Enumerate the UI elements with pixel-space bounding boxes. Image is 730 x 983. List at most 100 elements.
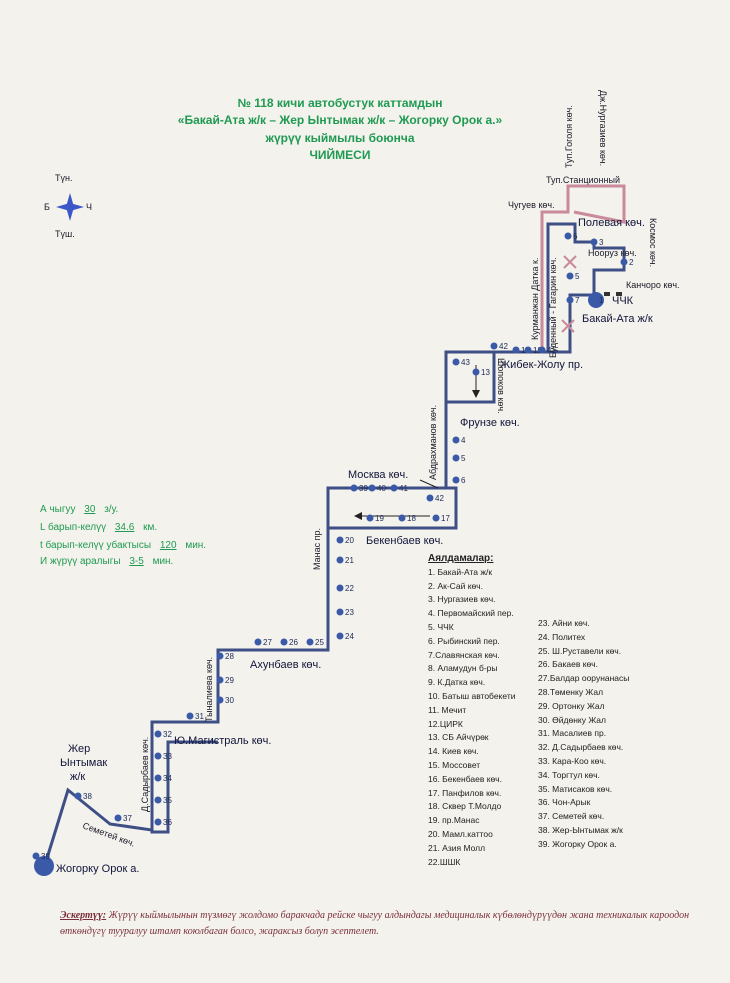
legend-item: 8. Аламудун б-ры bbox=[428, 663, 498, 674]
street-frunze: Фрунзе көч. bbox=[460, 417, 520, 429]
stop-number: 25 bbox=[315, 638, 324, 647]
stop-marker bbox=[216, 696, 224, 704]
legend-item: 16. Бекенбаев көч. bbox=[428, 773, 502, 784]
stop-number: 41 bbox=[399, 484, 408, 493]
stop-number: 41 bbox=[547, 346, 556, 355]
stop-marker bbox=[350, 484, 358, 492]
stop-number: 5 bbox=[575, 272, 580, 281]
label-jer-3: ж/к bbox=[70, 771, 85, 783]
stop-number: 1 bbox=[599, 296, 604, 305]
stop-number: 2 bbox=[629, 258, 634, 267]
legend-item: 17. Панфилов көч. bbox=[428, 787, 502, 798]
street-kosmos: Космос көч. bbox=[648, 218, 658, 267]
legend-item: 11. Мечит bbox=[428, 704, 467, 715]
legend-item: 6. Рыбинский пер. bbox=[428, 635, 500, 646]
stop-number: 39 bbox=[359, 484, 368, 493]
stop-marker bbox=[390, 484, 398, 492]
street-akhunbaev: Ахунбаев көч. bbox=[250, 659, 321, 671]
stop-number: 6 bbox=[461, 476, 466, 485]
legend-item: 32. Д.Садырбаев көч. bbox=[538, 742, 624, 753]
stop-marker bbox=[564, 232, 572, 240]
stops-layer: 1235671119414243134563940414217181920212… bbox=[32, 232, 634, 861]
direction-arrow-3 bbox=[419, 479, 439, 489]
stop-marker bbox=[74, 792, 82, 800]
stop-number: 43 bbox=[461, 358, 470, 367]
stop-number: 37 bbox=[123, 814, 132, 823]
stop-marker bbox=[216, 652, 224, 660]
stop-marker bbox=[590, 238, 598, 246]
stat-i: И жүрүү аралыгы 3-5 мин. bbox=[40, 556, 174, 567]
legend-item: 12.ЦИРК bbox=[428, 718, 463, 729]
stop-marker bbox=[524, 346, 532, 354]
legend-item: 30. Өйдөнку Жал bbox=[538, 714, 606, 725]
route-map: Түн. Түш. Б Ч 12356711194142431345639404… bbox=[32, 90, 680, 876]
legend-item: 10. Батыш автобекети bbox=[428, 690, 516, 701]
stop-marker bbox=[306, 638, 314, 646]
legend-item: 26. Бакаев көч. bbox=[538, 659, 598, 670]
street-chchk: ЧЧК bbox=[612, 295, 634, 307]
stop-number: 26 bbox=[289, 638, 298, 647]
legend-item: 37. Семетей көч. bbox=[538, 811, 605, 822]
stop-marker bbox=[452, 476, 460, 484]
footnote: Эскертүү: Жүрүү кыймылынын түзмөгү жолдо… bbox=[60, 908, 700, 940]
arrow-head-icon-2 bbox=[472, 390, 480, 398]
stop-marker bbox=[154, 730, 162, 738]
legend-item: 22.ШШК bbox=[428, 856, 461, 867]
legend-item: 4. Первомайский пер. bbox=[428, 608, 514, 619]
stop-marker bbox=[452, 454, 460, 462]
street-jibek-jolu: Жибек-Жолу пр. bbox=[500, 359, 583, 371]
stop-marker bbox=[336, 632, 344, 640]
street-chuguev: Чугуев көч. bbox=[508, 200, 555, 210]
arrow-head-icon bbox=[354, 512, 362, 520]
compass-west: Б bbox=[44, 202, 50, 212]
legend-item: 36. Чон-Арык bbox=[538, 797, 591, 808]
stop-number: 36 bbox=[163, 818, 172, 827]
stat-a: А чыгуу 30 з/у. bbox=[40, 504, 119, 515]
stop-marker bbox=[398, 514, 406, 522]
legend-item: 27.Балдар оорунанасы bbox=[538, 673, 630, 684]
legend-item: 14. Киев көч. bbox=[428, 746, 479, 757]
stop-marker bbox=[154, 818, 162, 826]
stop-marker bbox=[336, 556, 344, 564]
compass-north: Түн. bbox=[55, 173, 72, 183]
stop-number: 42 bbox=[435, 494, 444, 503]
street-bakai-ata: Бакай-Ата ж/к bbox=[582, 313, 653, 325]
title-line-2: «Бакай-Ата ж/к – Жер Ынтымак ж/к – Жогор… bbox=[177, 113, 503, 127]
label-jer-2: Ынтымак bbox=[60, 757, 107, 769]
title-line-3: жүрүү кыймылы боюнча bbox=[265, 131, 415, 145]
street-yu-magistral: Ю.Магистраль көч. bbox=[174, 735, 271, 747]
street-jogorku-orok: Жогорку Орок а. bbox=[56, 863, 139, 875]
stop-marker bbox=[538, 346, 546, 354]
legend-item: 29. Ортонку Жал bbox=[538, 700, 605, 711]
street-manas: Манас пр. bbox=[312, 528, 322, 570]
compass-icon: Түн. Түш. Б Ч bbox=[44, 173, 92, 239]
stop-number: 18 bbox=[407, 514, 416, 523]
street-kanchoro: Канчоро көч. bbox=[626, 280, 680, 290]
legend-item: 1. Бакай-Ата ж/к bbox=[428, 566, 493, 577]
bus-icon-2 bbox=[604, 292, 610, 296]
stop-number: 17 bbox=[441, 514, 450, 523]
legend-item: 13. СБ Айчүрөк bbox=[428, 732, 489, 743]
closure-cross-icon bbox=[561, 255, 577, 333]
stop-number: 33 bbox=[163, 752, 172, 761]
stop-number: 19 bbox=[533, 346, 542, 355]
stop-marker bbox=[426, 494, 434, 502]
legend-header: Аялдамалар: bbox=[428, 553, 494, 564]
legend-item: 25. Ш.Руставели көч. bbox=[538, 645, 622, 656]
stop-number: 21 bbox=[345, 556, 354, 565]
stop-number: 20 bbox=[345, 536, 354, 545]
bus-icon bbox=[616, 292, 622, 296]
stop-number: 6 bbox=[573, 232, 578, 241]
street-shopokov: Шопоков көч. bbox=[496, 358, 506, 414]
stop-marker bbox=[336, 608, 344, 616]
legend-item: 3. Нургазиев көч. bbox=[428, 594, 496, 605]
stop-number: 3 bbox=[599, 238, 604, 247]
stat-l: L барып-келүү 34.6 км. bbox=[40, 522, 158, 533]
stop-marker bbox=[452, 358, 460, 366]
stop-number: 30 bbox=[225, 696, 234, 705]
street-tup-gogolya: Туп.Гоголя көч. bbox=[564, 105, 574, 168]
stop-number: 42 bbox=[499, 342, 508, 351]
street-nooruz: Нооруз көч. bbox=[588, 248, 637, 258]
